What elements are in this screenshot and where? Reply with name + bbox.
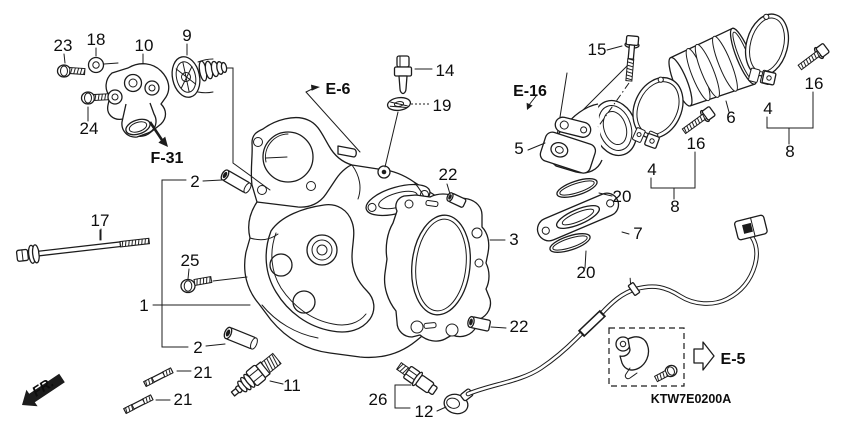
leader-lines-left-bracket	[152, 179, 507, 348]
clamp-nut-4-right	[761, 70, 777, 86]
dowel-pin-2-top	[220, 169, 252, 194]
label-16-right: 16	[805, 74, 824, 93]
label-9: 9	[182, 26, 191, 45]
tube-clamp-8-right	[744, 13, 830, 145]
leader-26-12-bracket	[394, 384, 447, 412]
insulator-plate-7	[536, 192, 620, 242]
flange-bolt-15	[597, 34, 640, 128]
label-5: 5	[514, 139, 523, 158]
stud-21-upper	[143, 367, 174, 388]
flange-bolt-25	[180, 268, 248, 294]
o-ring-20-lower	[549, 233, 591, 253]
flange-bolt-24	[80, 91, 110, 105]
thermostat-cover-10	[105, 63, 170, 138]
label-e5: E-5	[721, 351, 746, 368]
label-e16: E-16	[513, 83, 547, 100]
long-stud-17	[15, 228, 151, 264]
e6-reference	[305, 84, 361, 153]
label-8-left: 8	[670, 197, 679, 216]
hose-stub	[337, 145, 357, 158]
thermostat-9	[171, 56, 228, 98]
label-6: 6	[726, 108, 735, 127]
label-18: 18	[87, 30, 106, 49]
clamp-nut-4-left	[644, 133, 660, 149]
dowel-pin-22-top	[446, 192, 467, 208]
manifold-bracket-tab	[554, 116, 592, 138]
label-3: 3	[509, 230, 518, 249]
label-19: 19	[433, 96, 452, 115]
label-25: 25	[181, 251, 200, 270]
tube-clamp-8-left	[632, 76, 716, 200]
label-20-upper: 20	[613, 187, 632, 206]
label-22-top: 22	[439, 165, 458, 184]
label-21-upper: 21	[194, 363, 213, 382]
sensor-26-assembly	[396, 362, 438, 395]
e5-block-arrow	[693, 341, 715, 371]
label-f31: F-31	[151, 150, 184, 167]
sensor-cable	[465, 214, 768, 397]
label-1: 1	[139, 296, 148, 315]
label-8-right: 8	[785, 142, 794, 161]
label-17: 17	[91, 211, 110, 230]
label-2-bottom: 2	[193, 338, 202, 357]
harness-clamp-bracket	[615, 336, 650, 380]
sealing-washer-19	[384, 96, 429, 168]
e5-clamp-group	[608, 327, 715, 387]
intake-manifold-group	[526, 61, 638, 269]
connecting-tube-6	[668, 27, 758, 107]
label-20-lower: 20	[577, 263, 596, 282]
label-2-top: 2	[190, 172, 199, 191]
label-12: 12	[415, 402, 434, 421]
clamp-bolt	[653, 364, 678, 383]
e16-arrow	[526, 95, 537, 110]
intake-manifold-5	[539, 99, 638, 174]
cable-end-connector	[734, 214, 768, 241]
stud-21-lower	[123, 394, 154, 415]
clamp-bolt-16-right	[797, 43, 830, 71]
head-gasket-drawing	[383, 193, 492, 342]
thermo-sensor-14	[393, 55, 433, 95]
dowel-pin-2-bottom	[223, 326, 258, 350]
label-14: 14	[436, 61, 455, 80]
spark-plug-11	[230, 352, 282, 397]
f31-arrow	[148, 121, 168, 147]
manifold-flange	[539, 131, 597, 174]
diagram-code: KTW7E0200A	[651, 392, 732, 406]
label-4-right: 4	[763, 99, 772, 118]
label-15: 15	[588, 40, 607, 59]
label-11: 11	[283, 376, 301, 395]
label-24: 24	[80, 119, 99, 138]
part-labels: 23 18 10 9 24 F-31 E-6 14 19 22 3 22 2 2…	[54, 26, 824, 421]
label-26: 26	[369, 390, 388, 409]
label-22-bottom: 22	[510, 317, 529, 336]
clamp-bolt-16-left	[681, 106, 716, 135]
flange-bolt-23	[56, 64, 86, 78]
label-10: 10	[135, 36, 154, 55]
label-16-left: 16	[687, 134, 706, 153]
label-4-left: 4	[647, 160, 656, 179]
label-21-lower: 21	[174, 390, 193, 409]
cable-tie	[627, 277, 641, 296]
label-7: 7	[633, 224, 642, 243]
fr-direction-arrow: FR.	[22, 373, 65, 407]
label-e6: E-6	[326, 81, 351, 98]
o-ring-20-upper	[556, 178, 598, 198]
dowel-pin-22-bottom	[467, 315, 492, 332]
thermostat-cover-group	[56, 43, 288, 191]
label-23: 23	[54, 36, 73, 55]
washer-18	[87, 56, 105, 74]
